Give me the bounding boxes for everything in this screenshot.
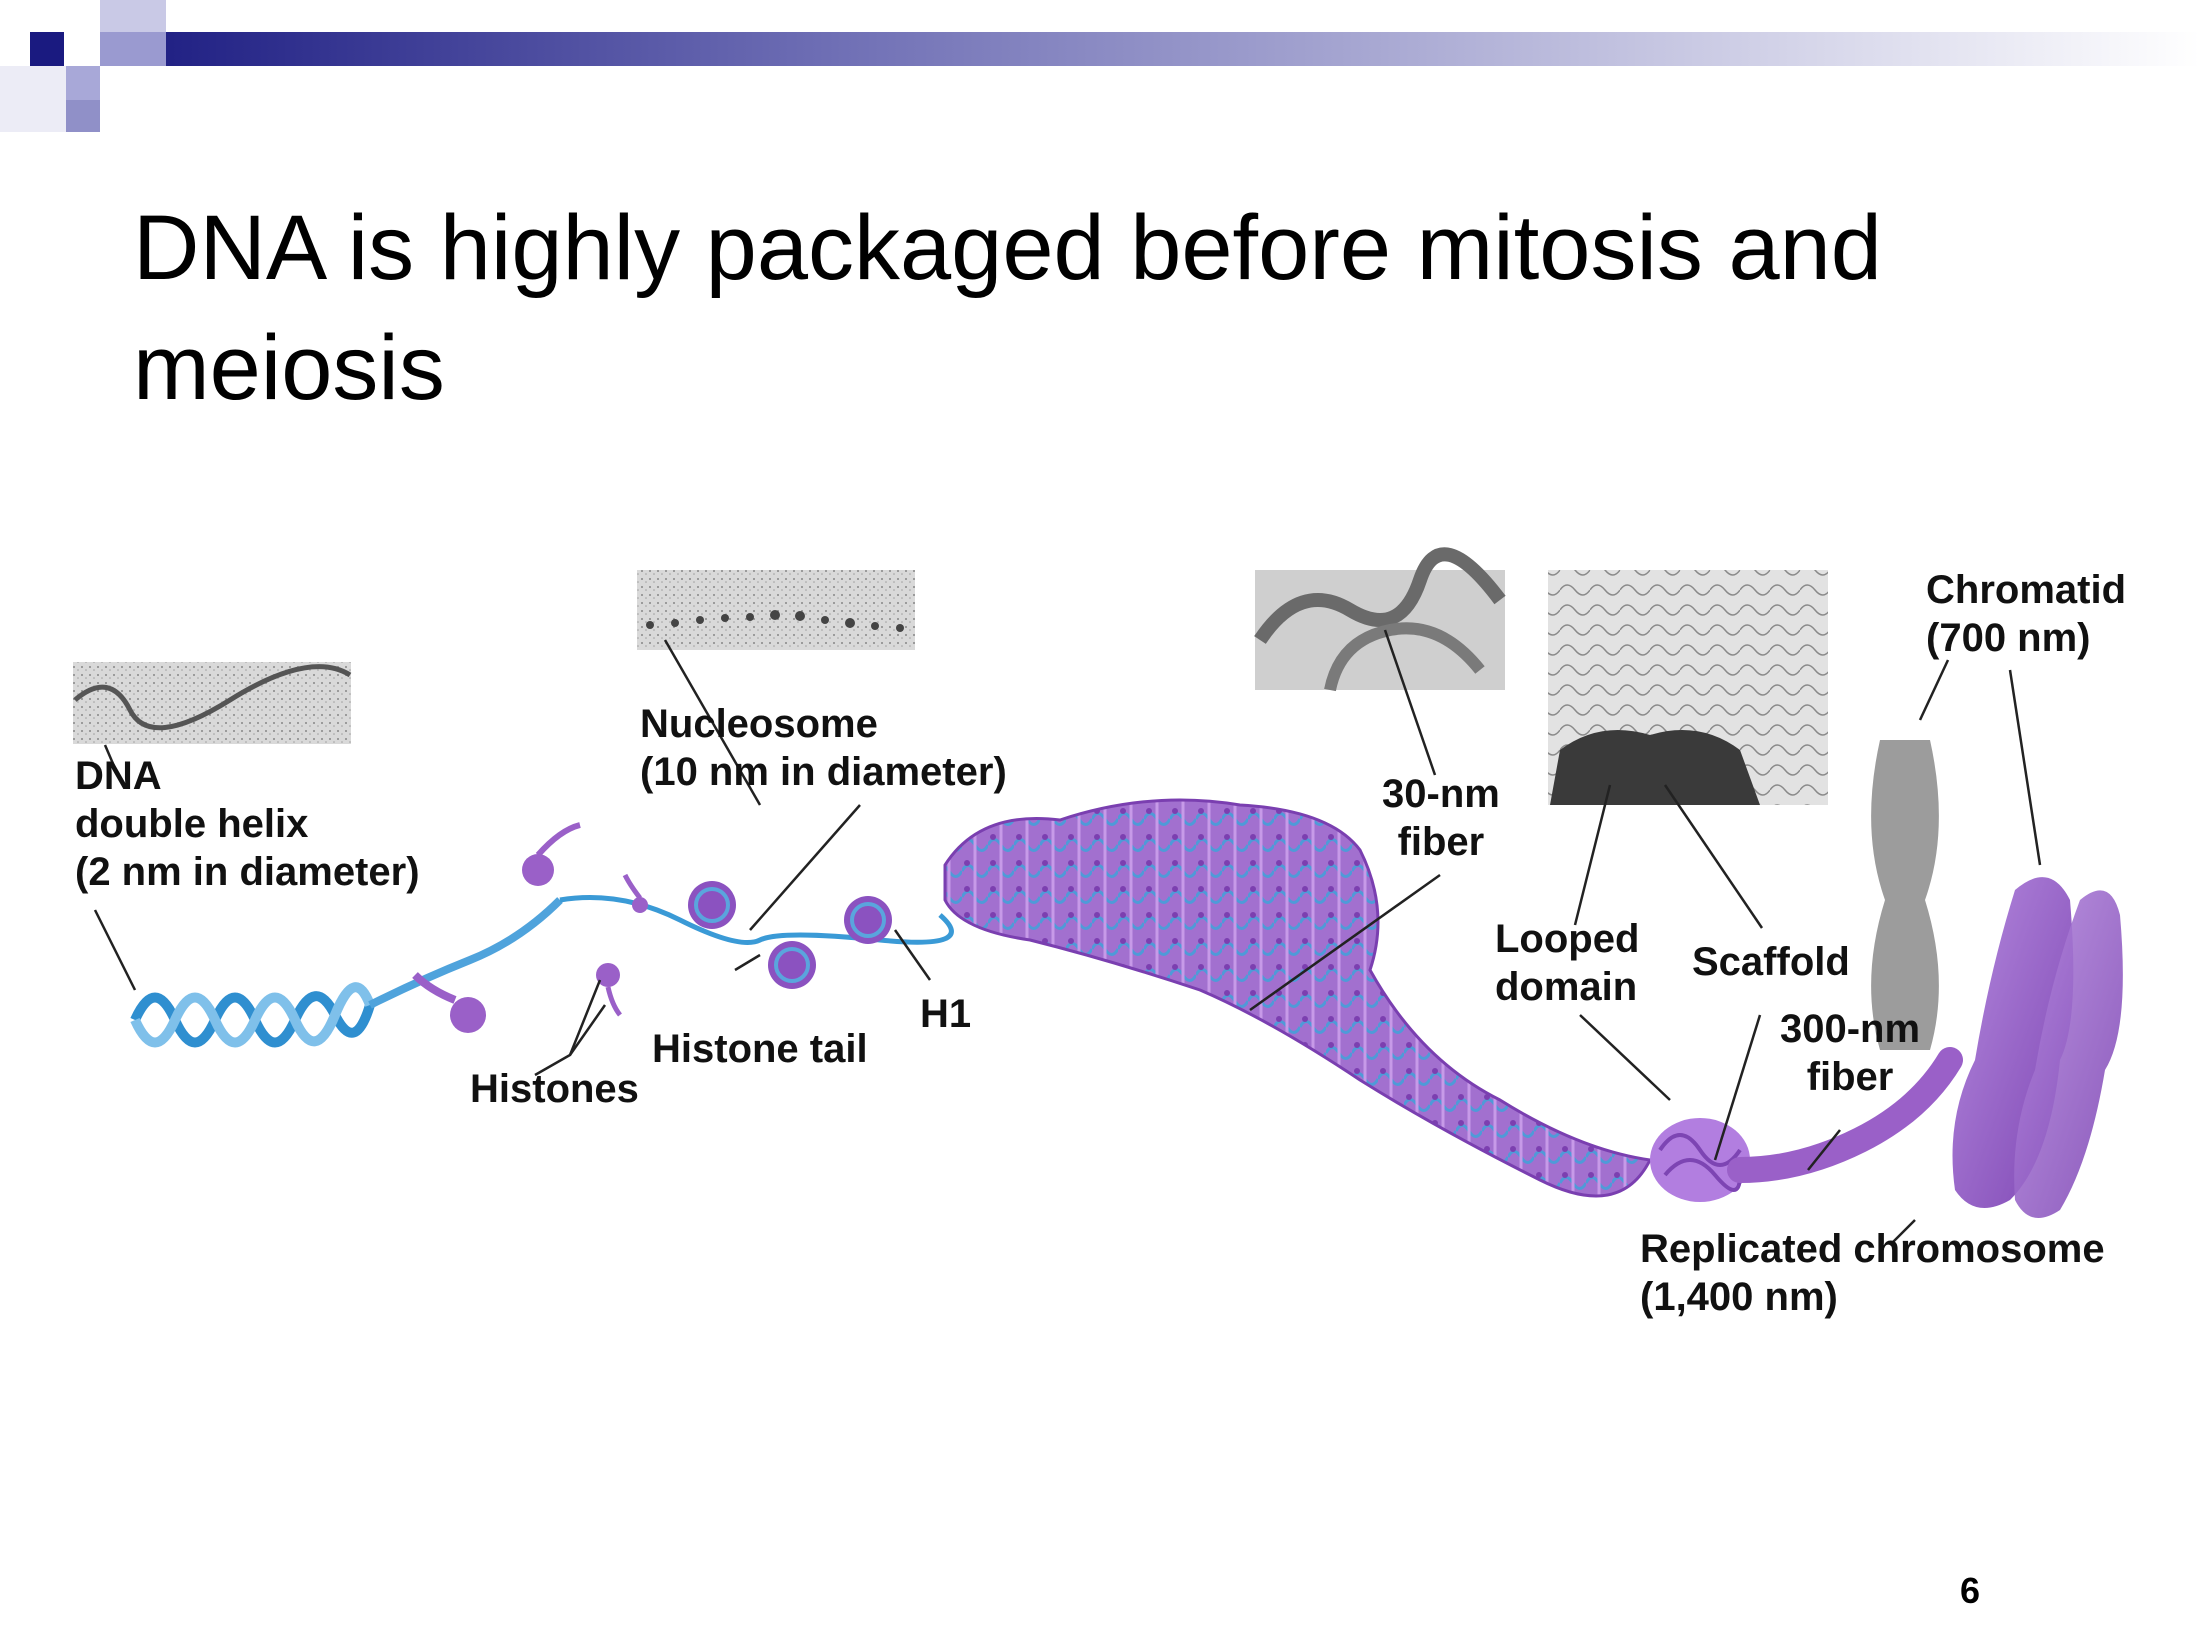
chromatin-30nm-fiber	[943, 798, 1653, 1198]
label-300nm-line2: fiber	[1806, 1055, 1894, 1099]
header-gradient-bar	[100, 32, 2200, 66]
label-nucleosome-line2: (10 nm in diameter)	[640, 750, 1007, 794]
micrograph-nucleosome	[637, 570, 915, 650]
histone-proteins	[412, 822, 648, 1033]
label-30nm-fiber: 30-nm fiber	[1382, 770, 1500, 866]
label-chromatid-line2: (700 nm)	[1926, 616, 2091, 660]
header-decoration	[0, 0, 2200, 132]
header-square-light-top	[100, 0, 166, 32]
label-30nm-line2: fiber	[1397, 820, 1485, 864]
replicated-chromosome	[1952, 877, 2123, 1218]
label-30nm-line1: 30-nm	[1382, 772, 1500, 816]
label-looped-line1: Looped	[1495, 917, 1640, 961]
pointer-lines	[93, 629, 2042, 1246]
looped-domain-structure	[1650, 1118, 1750, 1202]
label-chromatid: Chromatid (700 nm)	[1926, 566, 2126, 662]
label-replicated-chromosome: Replicated chromosome (1,400 nm)	[1640, 1225, 2105, 1321]
label-replicated-line1: Replicated chromosome	[1640, 1227, 2105, 1271]
label-300nm-line1: 300-nm	[1780, 1007, 1921, 1051]
label-replicated-line2: (1,400 nm)	[1640, 1275, 1838, 1319]
header-square-light-left	[0, 66, 66, 132]
label-nucleosome: Nucleosome (10 nm in diameter)	[640, 700, 1007, 796]
micrograph-dna	[73, 662, 352, 744]
micrograph-30nm-fiber	[1254, 547, 1506, 692]
label-dna-line3: (2 nm in diameter)	[75, 850, 420, 894]
linker-dna	[559, 895, 954, 945]
label-h1: H1	[920, 992, 972, 1036]
header-square-mid	[100, 32, 166, 66]
slide-title: DNA is highly packaged before mitosis an…	[133, 197, 1882, 419]
label-dna: DNA double helix (2 nm in diameter)	[75, 752, 420, 896]
label-chromatid-line1: Chromatid	[1926, 568, 2126, 612]
label-looped-domain: Looped domain	[1495, 915, 1639, 1011]
label-dna-line1: DNA	[75, 754, 162, 798]
label-histones: Histones	[470, 1067, 639, 1111]
label-scaffold: Scaffold	[1692, 940, 1850, 984]
micrograph-looped-domain	[1548, 570, 1828, 805]
header-square-dark	[30, 32, 64, 66]
chromatin-300nm-fiber	[1727, 1047, 1963, 1183]
page-number: 6	[1960, 1570, 1981, 1611]
header-square-lavender-2	[66, 100, 100, 132]
label-looped-line2: domain	[1495, 965, 1638, 1009]
label-histone-tail: Histone tail	[652, 1027, 868, 1071]
chromatin-packaging-diagram	[73, 547, 2123, 1246]
label-300nm-fiber: 300-nm fiber	[1780, 1005, 1920, 1101]
label-dna-line2: double helix	[75, 802, 309, 846]
dna-double-helix	[130, 897, 563, 1048]
nucleosomes	[688, 881, 892, 989]
label-nucleosome-line1: Nucleosome	[640, 702, 878, 746]
micrograph-chromatid	[1871, 740, 1939, 1050]
